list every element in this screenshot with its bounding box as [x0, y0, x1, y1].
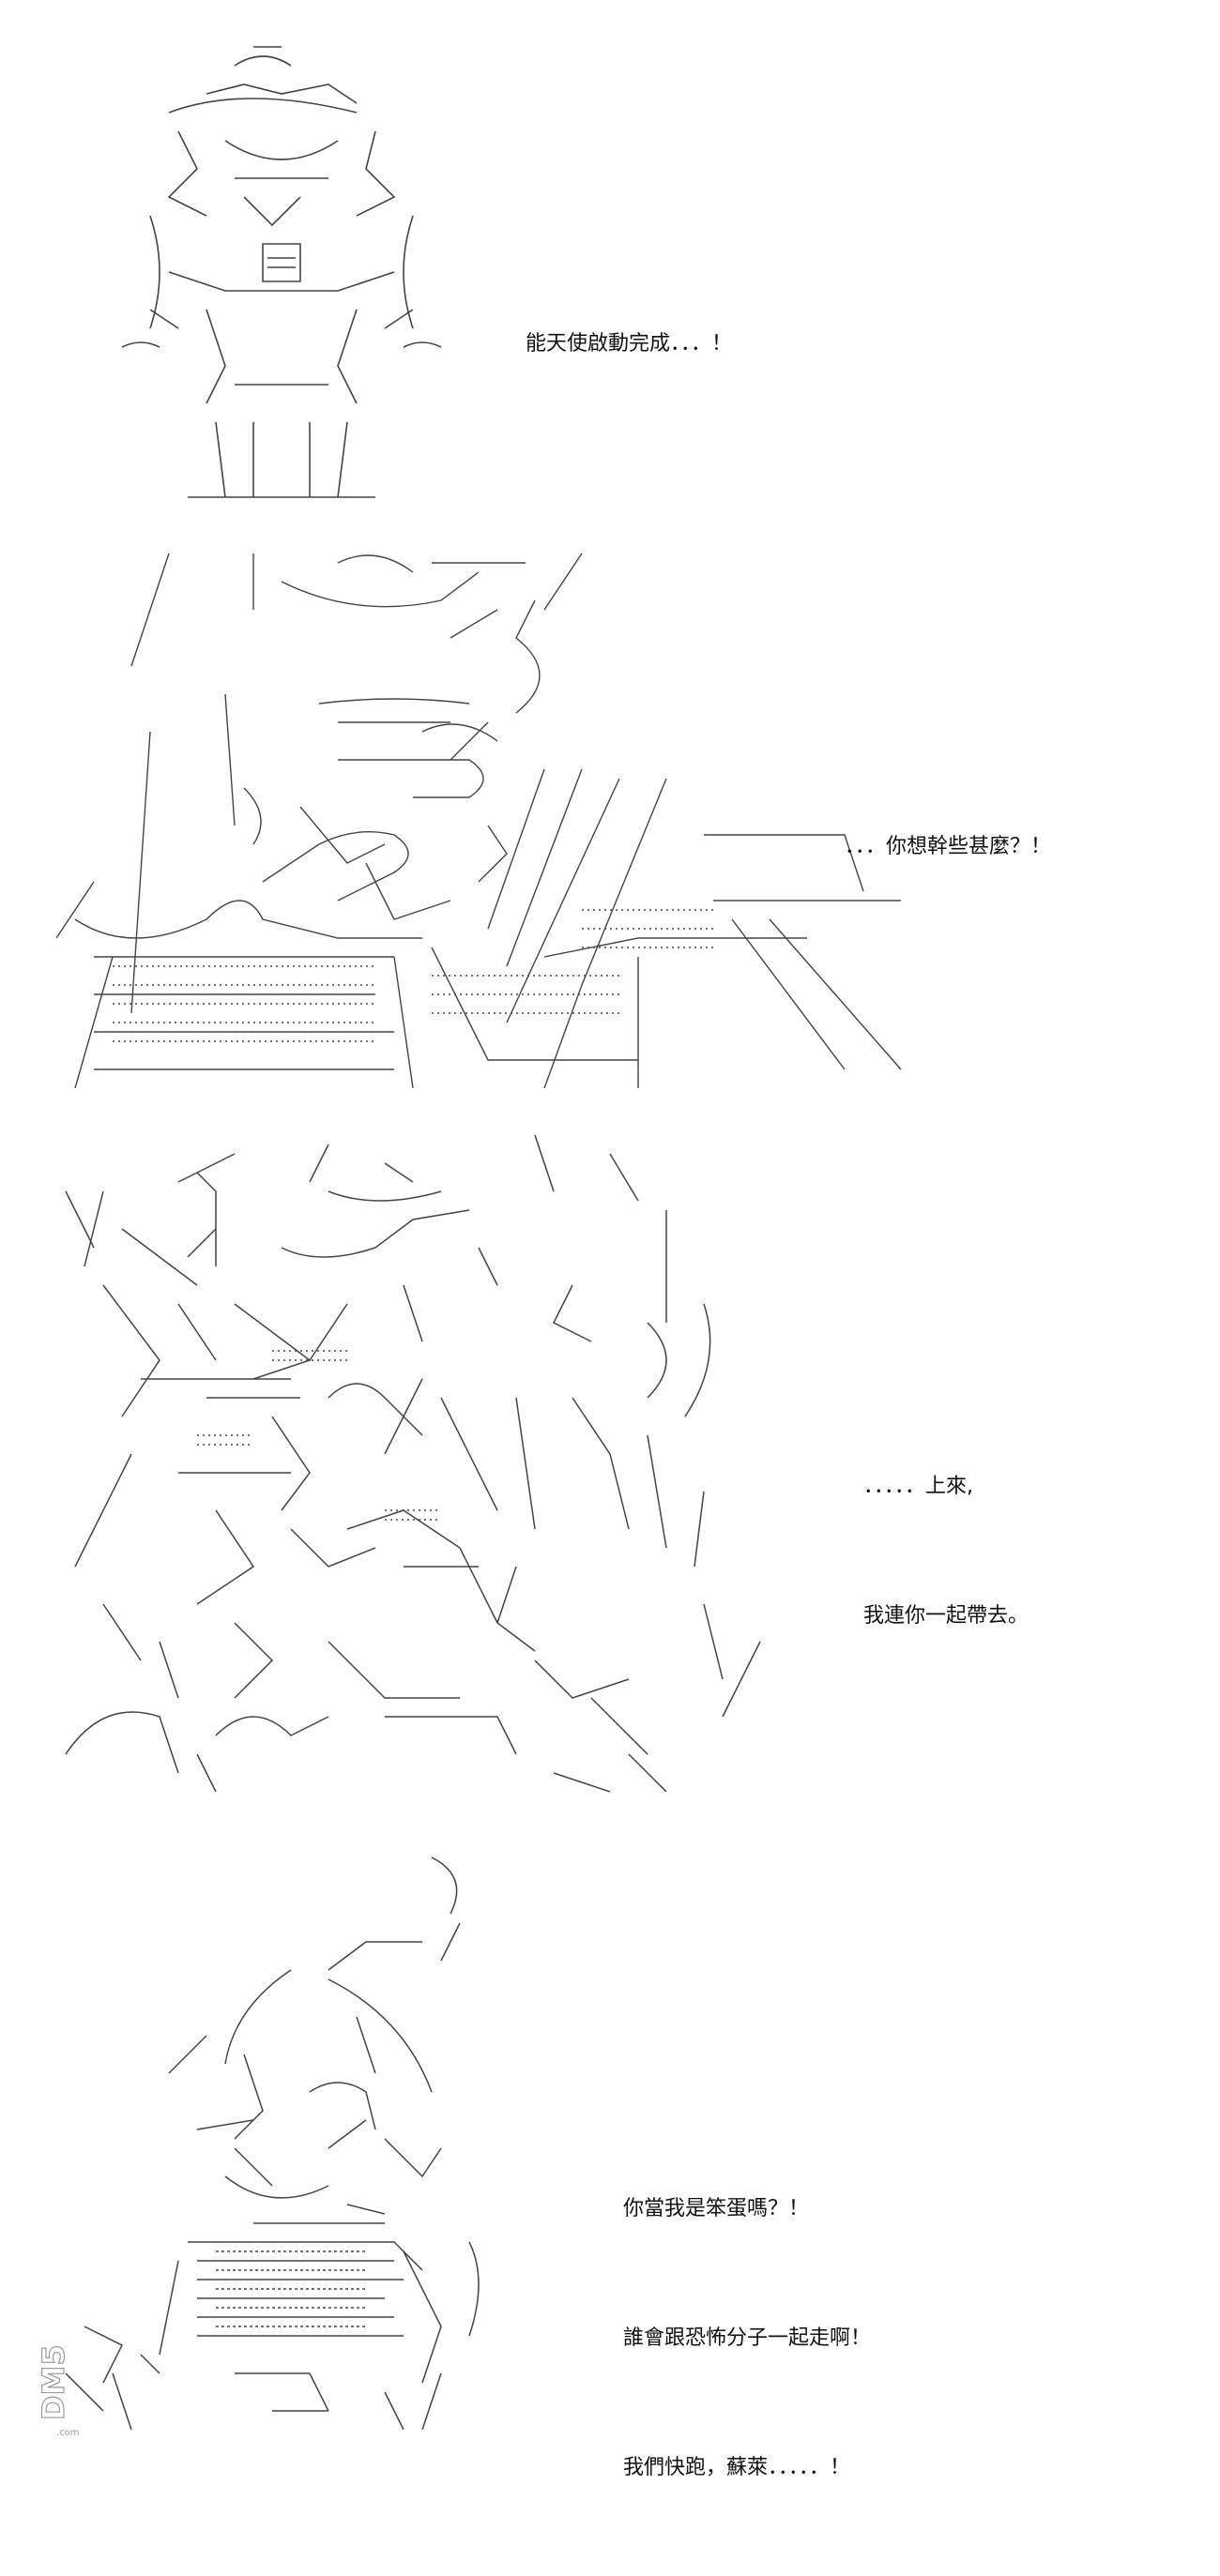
ascii-art-robot: [94, 28, 469, 516]
dialogue-text: ．．．．．上來, 我連你一起帶去。: [863, 1379, 1029, 1724]
dialogue-line: 你當我是笨蛋嗎？！: [623, 2197, 810, 2220]
panel-4: 你當我是笨蛋嗎？！ 誰會跟恐怖分子一起走啊！ 我們快跑，蘇萊．．．．．！: [0, 1829, 1220, 2479]
dialogue-line: ．．．．．上來,: [863, 1475, 973, 1498]
watermark-text: DM5: [36, 2345, 71, 2420]
ascii-art-figure-seated: [56, 544, 920, 1088]
dialogue-line: ．．．你想幹些甚麼？！: [845, 835, 1052, 858]
dialogue-line: 能天使啟動完成．．．！: [526, 332, 733, 356]
dialogue-text: ．．．你想幹些甚麼？！: [845, 739, 1051, 955]
watermark-logo: DM5 .com: [8, 2344, 83, 2439]
dialogue-text: 能天使啟動完成．．．！: [526, 236, 732, 452]
dialogue-text: 你當我是笨蛋嗎？！ 誰會跟恐怖分子一起走啊！ 我們快跑，蘇萊．．．．．！: [623, 2101, 871, 2576]
dialogue-line: 我們快跑，蘇萊．．．．．！: [623, 2456, 851, 2479]
dialogue-line: 我連你一起帶去。: [863, 1604, 1029, 1628]
panel-1: 能天使啟動完成．．．！: [0, 0, 1220, 525]
panel-3: ．．．．．上來, 我連你一起帶去。: [0, 1107, 1220, 1820]
ascii-art-mecha: [47, 1116, 798, 1811]
panel-2: ．．．你想幹些甚麼？！: [0, 535, 1220, 1098]
ascii-art-figure-running: [47, 1848, 572, 2430]
dialogue-line: 誰會跟恐怖分子一起走啊！: [623, 2326, 872, 2350]
watermark-subtext: .com: [56, 2428, 80, 2438]
